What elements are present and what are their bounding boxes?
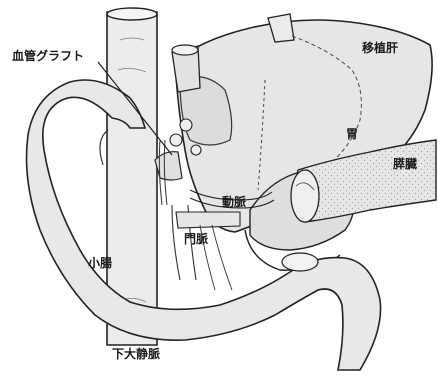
label-portal-vein: 門脈 xyxy=(184,233,208,245)
label-artery: 動脈 xyxy=(222,196,246,208)
label-transplanted-liver: 移植肝 xyxy=(362,42,398,54)
label-inferior-vena-cava: 下大静脈 xyxy=(112,348,160,360)
label-stomach: 胃 xyxy=(346,128,358,140)
label-vascular-graft: 血管グラフト xyxy=(12,50,84,62)
label-pancreas: 膵臓 xyxy=(393,158,417,170)
label-small-intestine: 小腸 xyxy=(88,257,112,269)
